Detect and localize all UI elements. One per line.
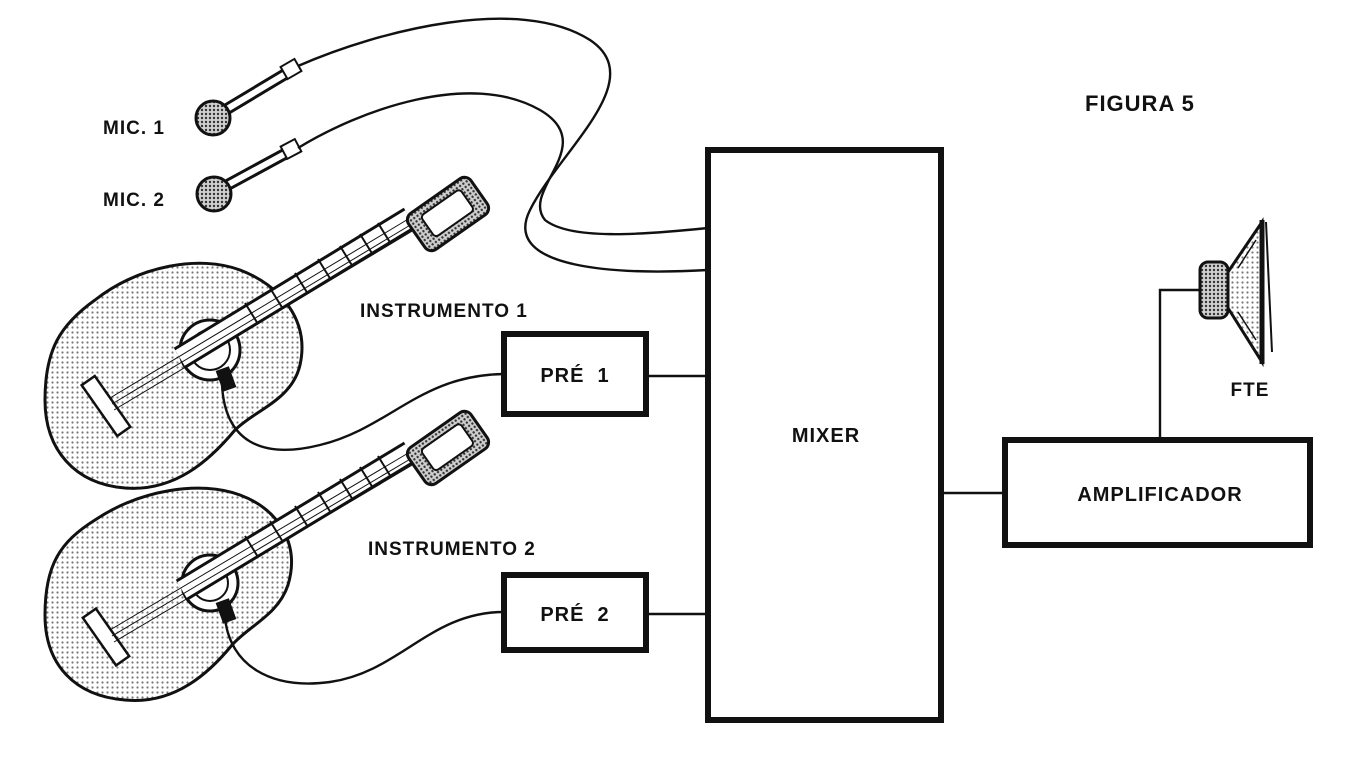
amplifier-label: AMPLIFICADOR bbox=[1077, 484, 1242, 506]
guitar-1-cable bbox=[220, 372, 505, 451]
mixer-label: MIXER bbox=[792, 425, 860, 447]
preamp-1-label: PRÉ 1 bbox=[540, 364, 609, 387]
preamp-1-box bbox=[501, 331, 649, 417]
instrument-1-label: INSTRUMENTO 1 bbox=[360, 301, 528, 322]
guitar-1-icon bbox=[43, 175, 491, 490]
amplifier-box bbox=[1002, 437, 1313, 548]
guitar-2-cable bbox=[223, 610, 505, 685]
speaker-icon bbox=[1198, 217, 1273, 368]
mixer-box bbox=[705, 147, 944, 723]
amplifier-to-speaker-wire bbox=[1158, 288, 1202, 440]
instrument-2-label: INSTRUMENTO 2 bbox=[368, 539, 536, 560]
guitar-2-icon bbox=[43, 409, 491, 702]
preamp-2-label: PRÉ 2 bbox=[540, 603, 609, 626]
preamp-2-box bbox=[501, 572, 649, 653]
figure-title: FIGURA 5 bbox=[1085, 91, 1195, 116]
microphone-1-icon bbox=[194, 57, 303, 137]
mic-1-cable bbox=[297, 17, 709, 273]
mic-2-cable bbox=[297, 92, 709, 236]
mic-1-label: MIC. 1 bbox=[103, 118, 165, 139]
speaker-label: FTE bbox=[1231, 380, 1270, 401]
mic-2-label: MIC. 2 bbox=[103, 190, 165, 211]
microphone-2-icon bbox=[195, 137, 303, 213]
